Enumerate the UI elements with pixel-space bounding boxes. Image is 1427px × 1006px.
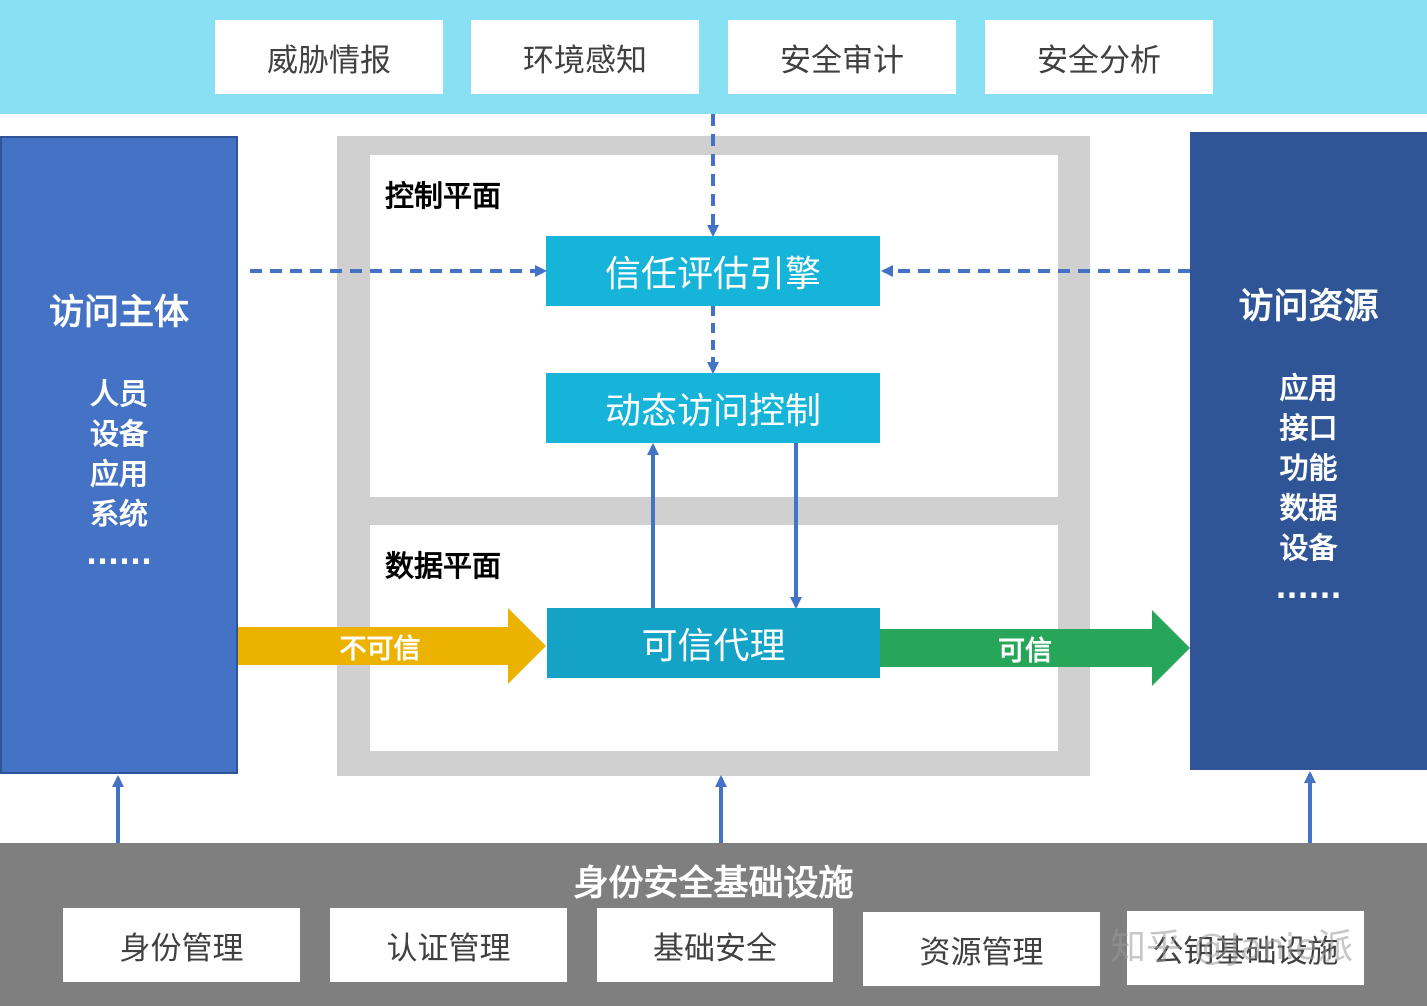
resource-item: 应用 <box>1279 371 1338 405</box>
threat-intel-label: 威胁情报 <box>267 42 391 79</box>
subject-item: 设备 <box>89 417 148 451</box>
resource-item: 功能 <box>1279 451 1338 485</box>
access-control-label: 动态访问控制 <box>604 391 821 432</box>
resource-item: ...... <box>1275 571 1342 605</box>
access-resource-title: 访问资源 <box>1238 287 1379 327</box>
pki-label: 公钥基础设施 <box>1152 933 1339 970</box>
resource-item: 设备 <box>1279 531 1338 565</box>
control-plane-label: 控制平面 <box>385 179 502 213</box>
security-audit-label: 安全审计 <box>780 42 904 79</box>
security-analysis-label: 安全分析 <box>1037 42 1161 79</box>
access-resource-list: 应用 接口 功能 数据 设备 ...... <box>1190 368 1427 608</box>
access-subject-title: 访问主体 <box>48 293 189 333</box>
access-subject-panel: 访问主体 人员 设备 应用 系统 ...... <box>0 136 238 774</box>
zhihu-watermark: 知乎 @Janie派 <box>1110 927 1354 968</box>
trusted-proxy: 可信代理 <box>547 608 880 678</box>
resource-management-box: 资源管理 <box>863 912 1100 986</box>
trust-evaluation-engine: 信任评估引擎 <box>546 236 880 306</box>
identity-management-label: 身份管理 <box>119 930 244 967</box>
subject-item: 系统 <box>89 497 148 531</box>
trusted-proxy-label: 可信代理 <box>641 626 786 667</box>
access-subject-list: 人员 设备 应用 系统 ...... <box>2 374 236 574</box>
env-awareness-box: 环境感知 <box>471 20 699 94</box>
env-awareness-label: 环境感知 <box>523 42 647 79</box>
identity-management-box: 身份管理 <box>63 908 300 982</box>
auth-management-box: 认证管理 <box>330 908 567 982</box>
identity-infrastructure-title: 身份安全基础设施 <box>573 863 854 904</box>
trust-engine-label: 信任评估引擎 <box>604 254 821 295</box>
auth-management-label: 认证管理 <box>386 930 511 967</box>
threat-intel-box: 威胁情报 <box>215 20 443 94</box>
pki-box: 公钥基础设施 <box>1127 911 1364 985</box>
base-security-box: 基础安全 <box>597 908 833 982</box>
security-analysis-box: 安全分析 <box>985 20 1213 94</box>
resource-item: 数据 <box>1279 491 1338 525</box>
subject-item: 人员 <box>89 377 148 411</box>
untrusted-flow-arrow <box>238 608 546 684</box>
security-audit-box: 安全审计 <box>728 20 956 94</box>
base-security-label: 基础安全 <box>653 930 777 967</box>
subject-item: ...... <box>85 537 153 571</box>
trusted-flow-arrow <box>880 610 1190 686</box>
data-plane-label: 数据平面 <box>385 549 502 583</box>
subject-item: 应用 <box>89 457 148 491</box>
dynamic-access-control: 动态访问控制 <box>546 373 880 443</box>
untrusted-label: 不可信 <box>339 633 421 665</box>
trusted-label: 可信 <box>998 635 1052 667</box>
access-resource-panel: 访问资源 应用 接口 功能 数据 设备 ...... <box>1190 132 1427 770</box>
resource-item: 接口 <box>1279 411 1338 445</box>
resource-management-label: 资源管理 <box>919 934 1044 971</box>
